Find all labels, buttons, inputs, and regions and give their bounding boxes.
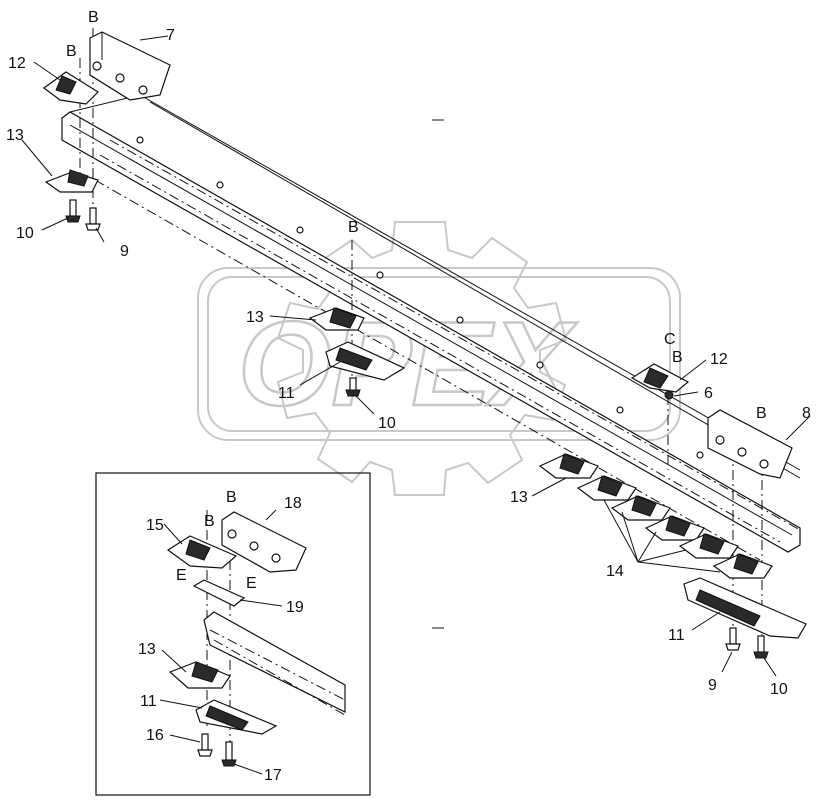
callout-inset-ref-b1: B [226, 489, 237, 506]
guard-row-right [538, 453, 773, 579]
part-12-clip-right [630, 363, 690, 400]
callout-ref-b-right2: B [756, 405, 767, 422]
callout-ref-b-right1: B [672, 349, 683, 366]
callout-11-mid: 11 [278, 385, 295, 402]
callout-inset-ref-e2: E [246, 575, 257, 592]
callout-12-left: 12 [8, 55, 26, 72]
callout-ref-b-top2: B [66, 43, 77, 60]
callout-14: 14 [606, 563, 624, 580]
callout-12-right: 12 [710, 351, 728, 368]
callout-10-left: 10 [16, 225, 34, 242]
callout-13-left: 13 [6, 127, 24, 144]
callout-ref-b-top1: B [88, 9, 99, 26]
leader-lines [21, 35, 811, 775]
callout-9-left: 9 [120, 243, 129, 260]
opex-watermark: OPEX [197, 221, 681, 496]
callout-13-right: 13 [510, 489, 528, 506]
callout-16: 16 [146, 727, 164, 744]
callout-15: 15 [146, 517, 164, 534]
callout-8: 8 [802, 405, 811, 422]
callout-18: 18 [284, 495, 302, 512]
callout-13-mid: 13 [246, 309, 264, 326]
callout-inset-ref-e1: E [176, 567, 187, 584]
callout-10-right: 10 [770, 681, 788, 698]
callout-ref-c: C [664, 331, 676, 348]
part-13-guard-left [44, 169, 99, 193]
inset-detail [95, 472, 371, 796]
inset-callouts: B 18 15 B E E 19 13 11 16 17 [138, 489, 304, 784]
callout-9-right: 9 [708, 677, 717, 694]
part-12-clip-left [42, 71, 99, 105]
right-plate-assembly [683, 577, 807, 659]
callout-inset-13: 13 [138, 641, 156, 658]
callout-11-right: 11 [668, 627, 685, 644]
callout-10-mid: 10 [378, 415, 396, 432]
callout-17: 17 [264, 767, 282, 784]
callout-inset-11: 11 [140, 693, 157, 710]
middle-assembly [308, 307, 406, 397]
callout-inset-ref-b2: B [204, 513, 215, 530]
callout-6: 6 [704, 385, 713, 402]
bolts-top-left [65, 199, 101, 231]
callout-7: 7 [166, 27, 175, 44]
main-cutter-bar [61, 94, 801, 561]
callout-19: 19 [286, 599, 304, 616]
callout-ref-b-mid: B [348, 219, 359, 236]
part-8-cover [707, 409, 793, 479]
main-callouts: B B 7 12 13 10 9 B 13 11 10 C B 12 6 B 8… [6, 9, 811, 698]
part-7-cover [89, 31, 171, 101]
